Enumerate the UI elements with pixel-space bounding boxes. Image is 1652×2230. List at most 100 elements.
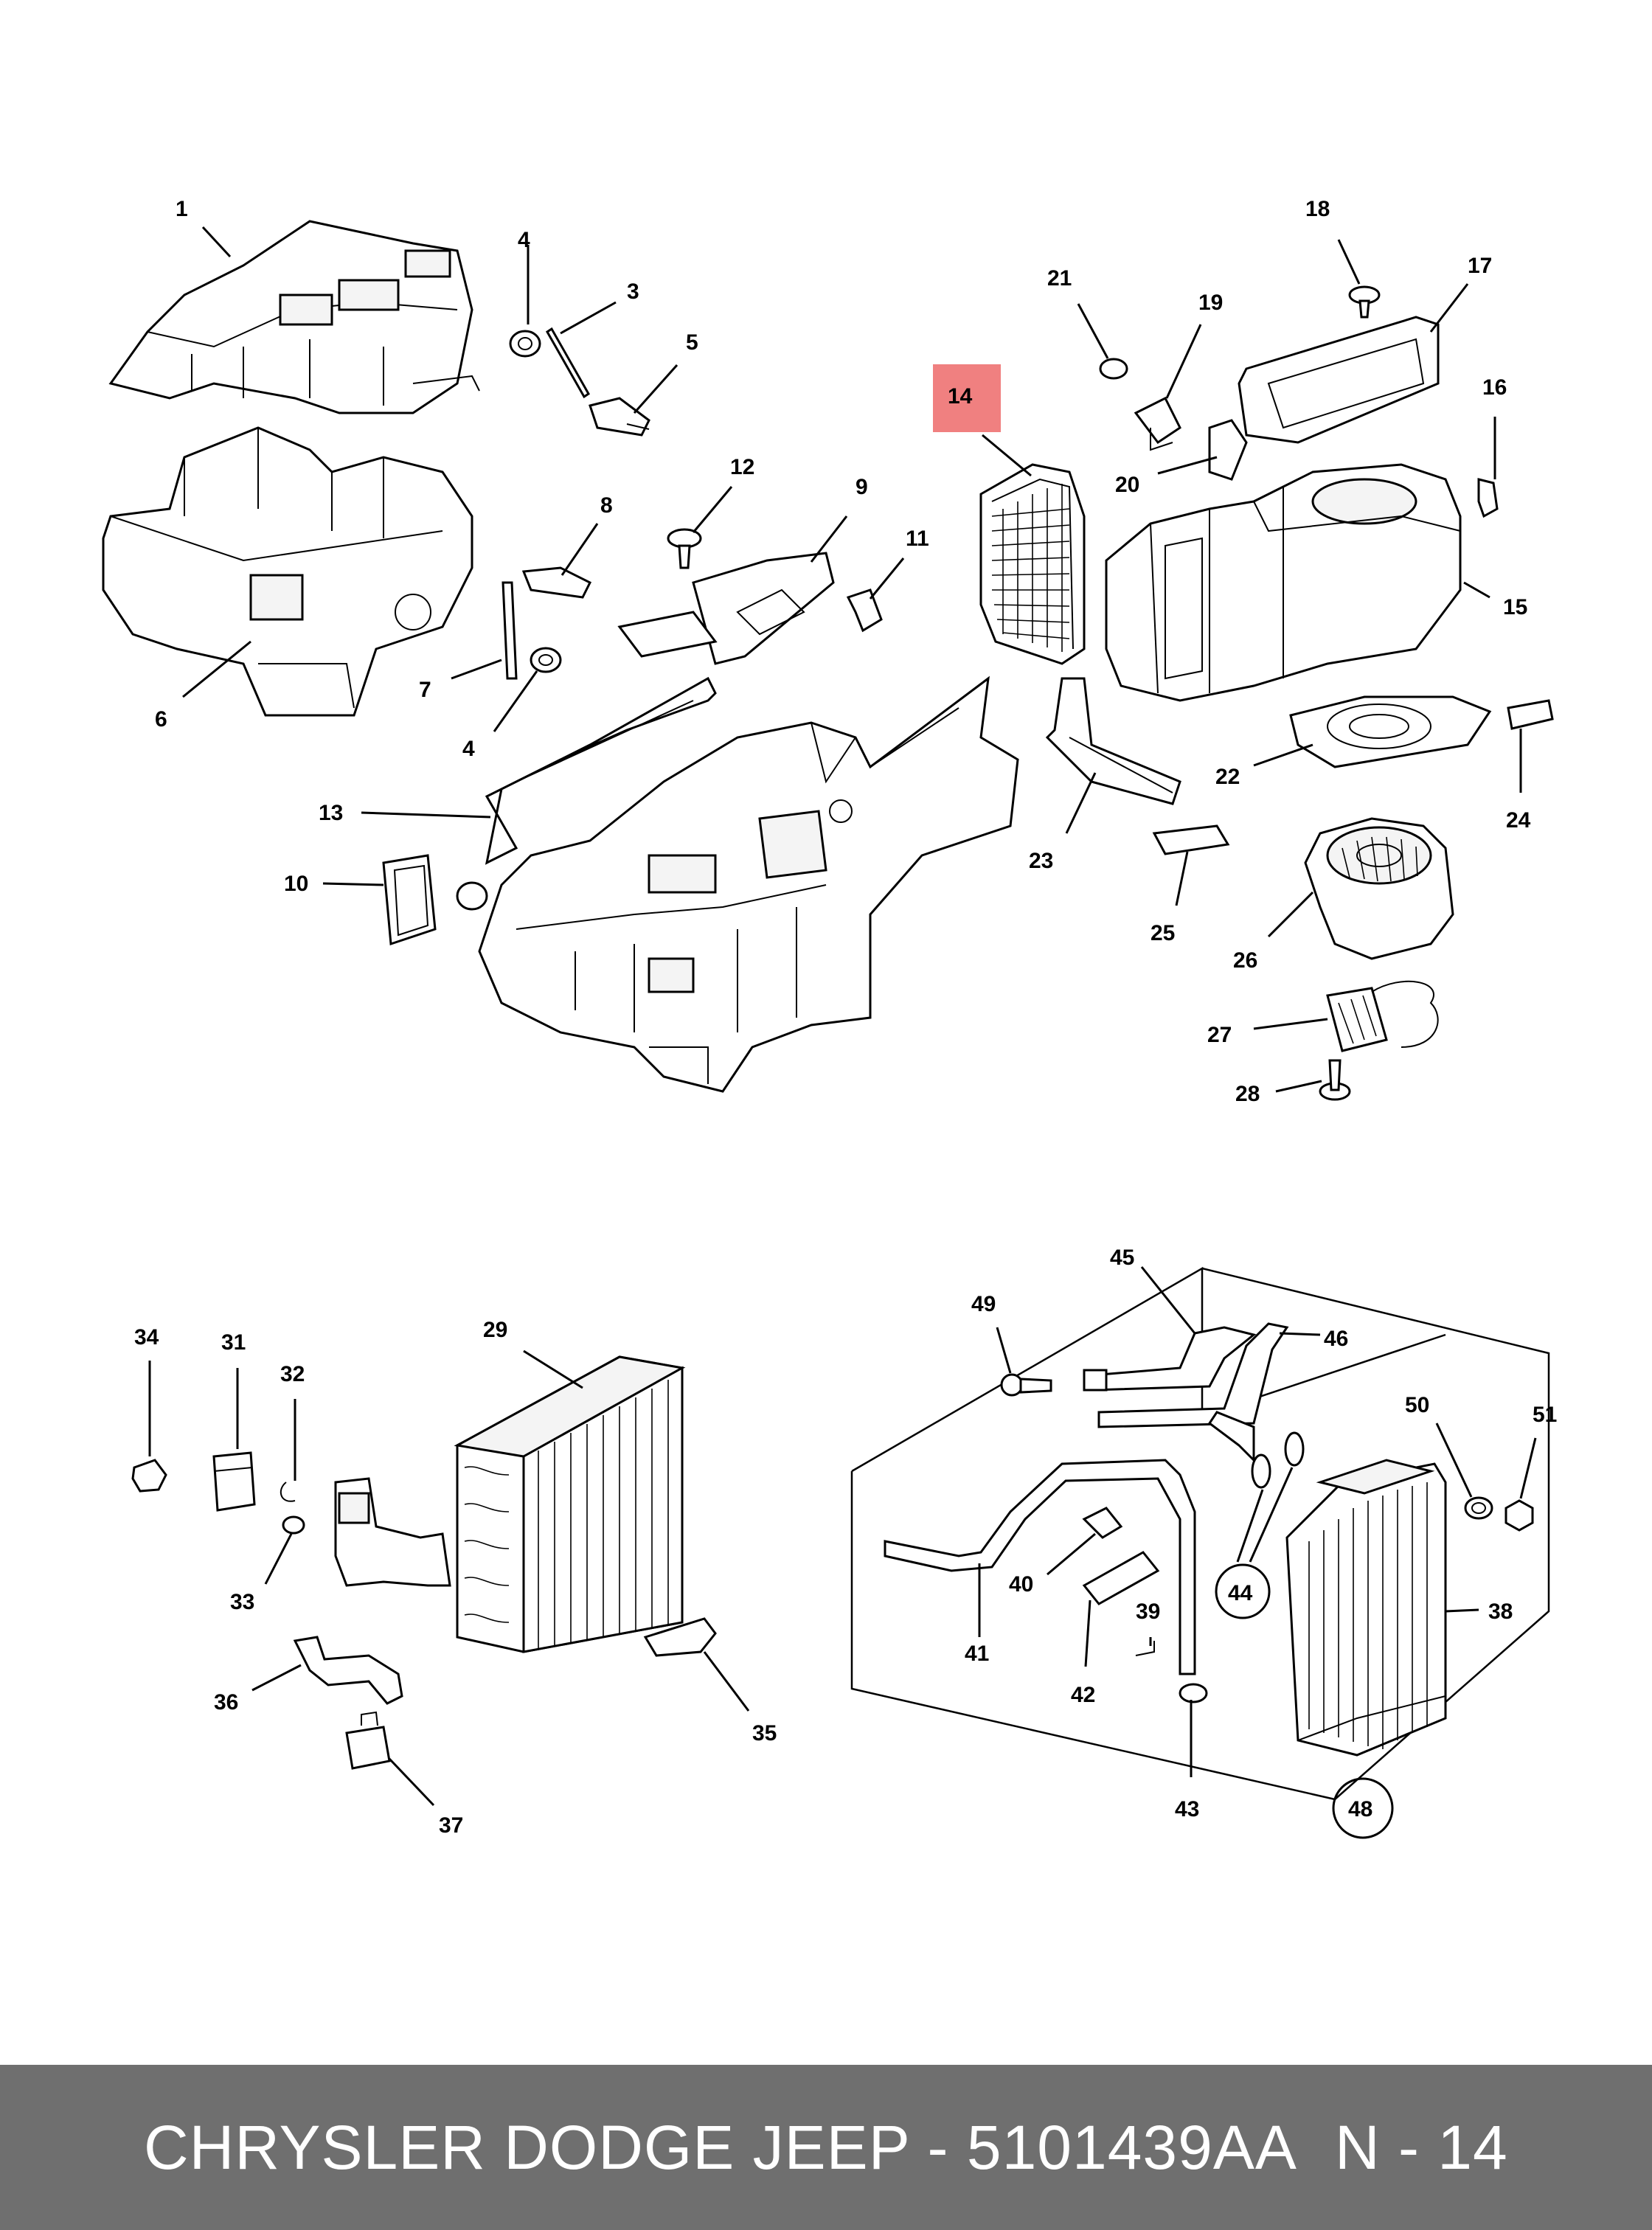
callout-24: 24 (1506, 808, 1531, 833)
part-4-grommet-top (509, 330, 541, 358)
callout-49: 49 (971, 1292, 996, 1316)
footer-page-ref: N - 14 (1335, 2113, 1508, 2182)
footer-part-number: CHRYSLER DODGE JEEP - 5101439AA (144, 2113, 1297, 2182)
part-7-rod (502, 581, 518, 680)
part-5-actuator (589, 397, 650, 437)
callout-5: 5 (686, 330, 698, 355)
part-15-blower-housing (1105, 463, 1462, 702)
expansion-valve (334, 1477, 451, 1587)
part-28-screw (1319, 1059, 1351, 1101)
part-25-bracket (1152, 824, 1230, 855)
callout-29: 29 (483, 1318, 507, 1342)
part-26-blower-motor (1304, 817, 1454, 960)
part-21-sensor (1099, 358, 1128, 380)
callout-33: 33 (230, 1590, 254, 1614)
callout-44: 44 (1228, 1581, 1253, 1605)
part-40-clamp (1082, 1507, 1123, 1539)
callout-14: 14 (948, 384, 973, 409)
callout-17: 17 (1468, 254, 1492, 278)
callout-3: 3 (627, 279, 639, 304)
part-37-connector (345, 1711, 391, 1770)
callout-44-circle (1215, 1563, 1271, 1619)
callout-48-circle (1332, 1777, 1394, 1839)
part-50-seal (1464, 1496, 1493, 1520)
callout-13: 13 (319, 801, 343, 825)
callout-7: 7 (419, 678, 431, 702)
part-17-cover (1238, 316, 1440, 444)
callout-11: 11 (906, 527, 929, 551)
part-24-clip (1507, 699, 1554, 730)
part-14-cabin-filter (979, 463, 1086, 665)
part-10-door (382, 854, 437, 946)
part-22-plate (1289, 695, 1492, 768)
part-6-lower-housing (102, 426, 473, 717)
callout-25: 25 (1150, 921, 1175, 945)
main-hvac-assembly (456, 675, 1019, 1093)
callout-14-highlight (933, 364, 1001, 432)
callout-22: 22 (1215, 765, 1240, 789)
callout-32: 32 (280, 1362, 305, 1386)
callout-31: 31 (221, 1330, 246, 1355)
callout-45: 45 (1110, 1246, 1134, 1270)
part-43-seal (1179, 1683, 1208, 1703)
part-31-valve (212, 1451, 256, 1512)
part-39-clip (1135, 1641, 1155, 1656)
callout-36: 36 (214, 1690, 238, 1715)
part-3-rod (546, 327, 590, 399)
part-1-upper-housing (108, 220, 480, 414)
part-16-clip (1477, 478, 1499, 518)
callout-16: 16 (1482, 375, 1507, 400)
callout-27: 27 (1207, 1023, 1232, 1047)
callout-41: 41 (965, 1642, 989, 1666)
part-32-clip (280, 1482, 296, 1502)
callout-46: 46 (1324, 1327, 1348, 1351)
part-38-heater-core (1285, 1459, 1447, 1757)
callout-15: 15 (1503, 595, 1527, 619)
part-11-clip (846, 588, 883, 633)
part-18-screw (1348, 285, 1381, 319)
part-35-bracket (643, 1617, 717, 1657)
callout-50: 50 (1405, 1393, 1429, 1417)
part-4-grommet-bottom (530, 647, 562, 673)
callout-43: 43 (1175, 1797, 1199, 1821)
callout-8: 8 (600, 493, 613, 518)
callout-48: 48 (1348, 1797, 1372, 1821)
part-29-evaporator (454, 1355, 686, 1653)
part-19-sensor (1134, 396, 1181, 451)
callout-23: 23 (1029, 849, 1053, 873)
callout-28: 28 (1235, 1082, 1260, 1106)
callout-6: 6 (155, 707, 167, 732)
callout-26: 26 (1233, 948, 1257, 973)
callout-10: 10 (284, 872, 308, 896)
callout-1: 1 (176, 197, 188, 221)
parts-diagram: 1 4 3 5 6 7 8 4 (102, 197, 1557, 1839)
part-41-tube (884, 1459, 1196, 1675)
part-13-bracket (485, 676, 717, 865)
callout-19: 19 (1198, 291, 1223, 315)
callout-42: 42 (1071, 1683, 1095, 1707)
part-51-nut (1504, 1499, 1534, 1532)
part-27-resistor (1326, 980, 1439, 1052)
callout-4-top: 4 (518, 228, 530, 252)
part-36-harness (293, 1636, 403, 1705)
part-8-actuator (521, 566, 592, 599)
callout-21: 21 (1047, 266, 1072, 291)
callout-18: 18 (1305, 197, 1330, 221)
callout-12: 12 (730, 455, 754, 479)
part-34-nut (131, 1459, 167, 1493)
part-12-screw (667, 528, 702, 569)
callout-9: 9 (856, 475, 868, 499)
callout-37: 37 (439, 1813, 463, 1838)
part-44-orings (1251, 1431, 1305, 1489)
part-45-46-tubes (1083, 1322, 1289, 1463)
footer-bar: CHRYSLER DODGE JEEP - 5101439AA N - 14 (0, 2065, 1652, 2230)
callout-39: 39 (1136, 1599, 1160, 1624)
callout-34: 34 (134, 1325, 159, 1350)
part-42-bracket (1082, 1551, 1160, 1605)
callout-35: 35 (752, 1721, 777, 1746)
part-49-bolt (1000, 1373, 1052, 1397)
part-9-duct (617, 552, 835, 665)
part-33-oring (282, 1515, 305, 1535)
callout-40: 40 (1009, 1572, 1033, 1597)
part-20-actuator (1208, 419, 1248, 481)
